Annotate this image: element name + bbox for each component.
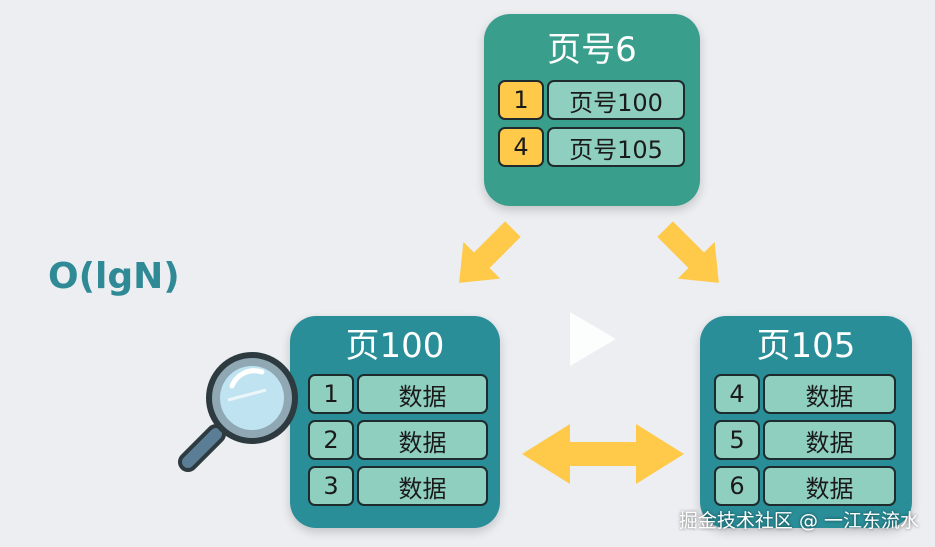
right-row-1-value: 数据 — [763, 374, 896, 414]
root-row-1-key: 1 — [498, 80, 544, 120]
right-row-2-value: 数据 — [763, 420, 896, 460]
left-row-1-value: 数据 — [357, 374, 488, 414]
right-row-2-key: 5 — [714, 420, 760, 460]
left-row-1-key: 1 — [308, 374, 354, 414]
arrow-down-right-icon — [657, 221, 719, 283]
left-row-1: 1 数据 — [308, 374, 488, 414]
left-page-card: 页100 1 数据 2 数据 3 数据 — [290, 316, 500, 528]
right-row-3-value: 数据 — [763, 466, 896, 506]
right-row-3: 6 数据 — [714, 466, 896, 506]
right-page-title: 页105 — [756, 326, 856, 366]
play-icon — [570, 312, 616, 366]
left-row-3-value: 数据 — [357, 466, 488, 506]
right-page-card: 页105 4 数据 5 数据 6 数据 — [700, 316, 912, 528]
root-row-2-value: 页号105 — [547, 127, 685, 167]
root-page-title: 页号6 — [547, 30, 637, 70]
root-row-1: 1 页号100 — [498, 80, 685, 120]
left-row-3: 3 数据 — [308, 466, 488, 506]
left-row-2-key: 2 — [308, 420, 354, 460]
left-page-title: 页100 — [345, 326, 445, 366]
watermark: 掘金技术社区 @ 一江东流水 — [678, 510, 919, 532]
root-row-1-value: 页号100 — [547, 80, 685, 120]
right-row-1-key: 4 — [714, 374, 760, 414]
right-row-1: 4 数据 — [714, 374, 896, 414]
double-arrow-icon — [522, 424, 684, 484]
left-row-2-value: 数据 — [357, 420, 488, 460]
root-row-2-key: 4 — [498, 127, 544, 167]
right-row-3-key: 6 — [714, 466, 760, 506]
root-row-2: 4 页号105 — [498, 127, 685, 167]
left-row-2: 2 数据 — [308, 420, 488, 460]
right-row-2: 5 数据 — [714, 420, 896, 460]
root-page-card: 页号6 1 页号100 4 页号105 — [484, 14, 700, 206]
arrow-down-left-icon — [459, 221, 521, 283]
complexity-label: O(lgN) — [48, 256, 180, 297]
left-row-3-key: 3 — [308, 466, 354, 506]
